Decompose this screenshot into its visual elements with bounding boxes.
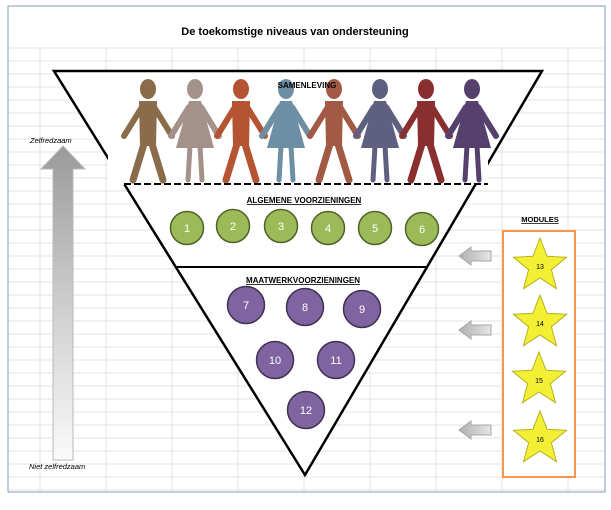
arrow-label-top: Zelfredzaam [29, 136, 72, 145]
facility-number: 1 [184, 223, 190, 235]
module-arrow [458, 320, 492, 340]
person-figure [214, 79, 268, 184]
outer-frame [7, 5, 606, 493]
general-facility-circle: 5 [357, 210, 393, 246]
custom-facility-circle: 12 [286, 390, 326, 430]
level-label-algemene-voorzieningen: ALGEMENE VOORZIENINGEN [247, 196, 362, 205]
person-figure [168, 79, 222, 183]
module-arrows [458, 246, 492, 440]
module-stars: 13 14 15 16 [511, 236, 568, 463]
facility-number: 11 [330, 355, 341, 367]
facility-number: 2 [230, 221, 236, 233]
custom-facility-circle: 9 [342, 289, 382, 329]
self-reliance-arrow [39, 145, 87, 461]
facility-number: 8 [302, 302, 308, 314]
module-star: 14 [512, 293, 568, 347]
person-figure [307, 79, 361, 184]
module-number: 15 [535, 378, 543, 385]
module-number: 16 [536, 437, 544, 444]
module-star: 16 [512, 409, 568, 463]
facility-number: 5 [372, 223, 378, 235]
general-facility-circle: 6 [404, 211, 440, 247]
general-facility-circle: 3 [263, 208, 299, 244]
level-label-maatwerkvoorzieningen: MAATWERKVOORZIENINGEN [246, 276, 360, 285]
level-label-samenleving: SAMENLEVING [278, 81, 337, 90]
module-star: 13 [512, 236, 568, 290]
module-star: 15 [511, 350, 567, 404]
general-facilities: 1 2 3 4 5 6 [169, 208, 440, 247]
module-number: 14 [536, 321, 544, 328]
person-figure [259, 79, 313, 183]
general-facility-circle: 2 [215, 208, 251, 244]
arrow-label-bottom: Niet zelfredzaam [29, 462, 85, 471]
facility-number: 9 [359, 304, 365, 316]
facility-number: 12 [300, 405, 312, 417]
diagram-title: De toekomstige niveaus van ondersteuning [181, 26, 408, 38]
custom-facility-circle: 8 [285, 287, 325, 327]
module-arrow [458, 420, 492, 440]
module-arrow [458, 246, 492, 266]
facility-number: 7 [243, 300, 249, 312]
custom-facility-circle: 7 [226, 285, 266, 325]
general-facility-circle: 1 [169, 210, 205, 246]
facility-number: 10 [269, 355, 281, 367]
module-number: 13 [536, 264, 544, 271]
facility-number: 3 [278, 221, 284, 233]
facility-number: 6 [419, 224, 425, 236]
person-figure [445, 79, 499, 183]
person-figure [399, 79, 453, 184]
person-figure [121, 79, 175, 184]
people-row [121, 79, 499, 184]
general-facility-circle: 4 [310, 210, 346, 246]
facility-number: 4 [325, 223, 331, 235]
modules-label: MODULES [521, 215, 559, 224]
custom-facility-circle: 10 [255, 340, 295, 380]
person-figure [353, 79, 407, 183]
custom-facility-circle: 11 [316, 340, 356, 380]
custom-facilities: 7 8 9 10 11 12 [226, 285, 382, 430]
